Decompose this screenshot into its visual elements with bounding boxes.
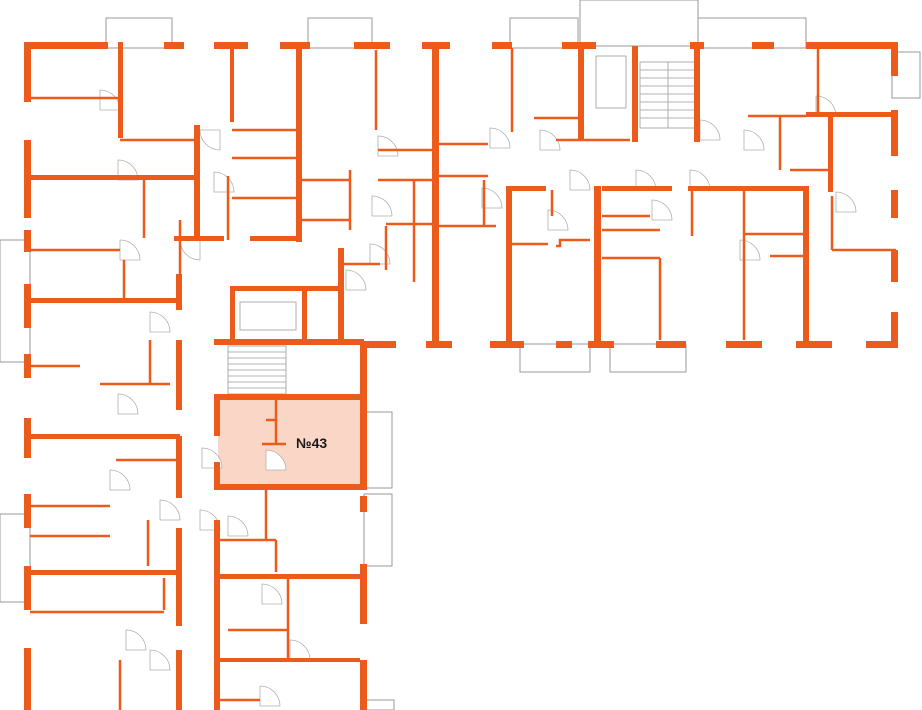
walls [24,42,898,710]
doors [99,89,857,707]
partitions [30,48,896,710]
highlighted-unit[interactable] [218,398,362,486]
staircase [227,61,697,395]
elevator [239,55,627,331]
unit-number-label: №43 [296,435,327,451]
